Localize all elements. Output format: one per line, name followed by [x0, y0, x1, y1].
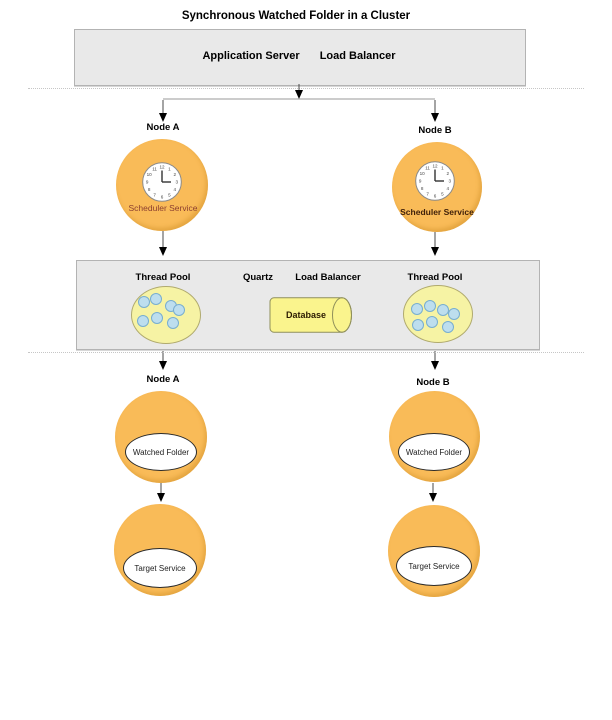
clock-number: 4: [174, 187, 177, 192]
diagram-title: Synchronous Watched Folder in a Cluster: [181, 10, 411, 22]
thread-pool-left-label: Thread Pool: [135, 272, 191, 283]
clock-number: 6: [161, 194, 164, 199]
clock-number: 5: [168, 192, 171, 197]
clock-number: 2: [174, 172, 177, 177]
node-a-folder-label: Node A: [146, 374, 180, 385]
clock-number: 11: [152, 167, 157, 172]
quartz-label: Quartz: [242, 272, 274, 283]
clock-number: 10: [147, 172, 153, 177]
thread-dot: [448, 308, 460, 320]
load-balancer-middle-label: Load Balancer: [295, 272, 361, 283]
target-service-ellipse: Target Service: [123, 548, 197, 588]
watched-folder-label: Watched Folder: [132, 447, 190, 457]
database-cylinder: [269, 297, 352, 333]
clock-number: 8: [148, 187, 151, 192]
thread-dot: [137, 315, 149, 327]
clock-number: 8: [421, 186, 424, 191]
watched-folder-label: Watched Folder: [405, 447, 463, 457]
scheduler-service-label: Scheduler Service: [400, 207, 474, 217]
clock-number: 3: [449, 179, 452, 184]
thread-pool-right-ellipse: [403, 285, 473, 343]
clock-number: 12: [432, 164, 438, 169]
load-balancer-top-label: Load Balancer: [319, 50, 396, 62]
database-label: Database: [285, 310, 327, 320]
clock-number: 3: [176, 180, 179, 185]
watched-folder-ellipse: Watched Folder: [398, 433, 470, 471]
thread-pool-right-label: Thread Pool: [407, 272, 463, 283]
clock-number: 12: [159, 165, 165, 170]
clock-number: 7: [426, 191, 429, 196]
scheduler-service-label: Scheduler Service: [128, 203, 198, 213]
divider-line-bottom: [28, 352, 584, 353]
node-a-scheduler-label: Node A: [146, 122, 180, 133]
thread-dot: [167, 317, 179, 329]
node-b-folder-label: Node B: [416, 377, 450, 388]
clock-number: 9: [146, 180, 149, 185]
clock-number: 1: [168, 167, 171, 172]
thread-dot: [426, 316, 438, 328]
clock-number: 6: [434, 193, 437, 198]
clock-number: 9: [419, 179, 422, 184]
thread-dot: [424, 300, 436, 312]
target-service-label: Target Service: [134, 563, 186, 573]
node-b-scheduler-label: Node B: [418, 125, 452, 136]
clock-number: 5: [441, 191, 444, 196]
thread-dot: [138, 296, 150, 308]
application-server-box: [74, 29, 526, 86]
clock-number: 1: [441, 166, 444, 171]
thread-dot: [151, 312, 163, 324]
application-server-label: Application Server: [202, 50, 300, 62]
divider-line-top: [28, 88, 584, 89]
clock-number: 7: [153, 192, 156, 197]
clock-number: 10: [420, 171, 426, 176]
clock-number: 11: [425, 166, 430, 171]
thread-dot: [173, 304, 185, 316]
thread-dot: [411, 303, 423, 315]
thread-dot: [412, 319, 424, 331]
application-server-labels: Application Server Load Balancer: [74, 50, 524, 62]
clock-number: 4: [447, 186, 450, 191]
target-service-ellipse: Target Service: [396, 546, 472, 586]
thread-dot: [150, 293, 162, 305]
clock-number: 2: [447, 171, 450, 176]
thread-dot: [442, 321, 454, 333]
watched-folder-ellipse: Watched Folder: [125, 433, 197, 471]
target-service-label: Target Service: [408, 561, 460, 571]
thread-pool-left-ellipse: [131, 286, 201, 344]
